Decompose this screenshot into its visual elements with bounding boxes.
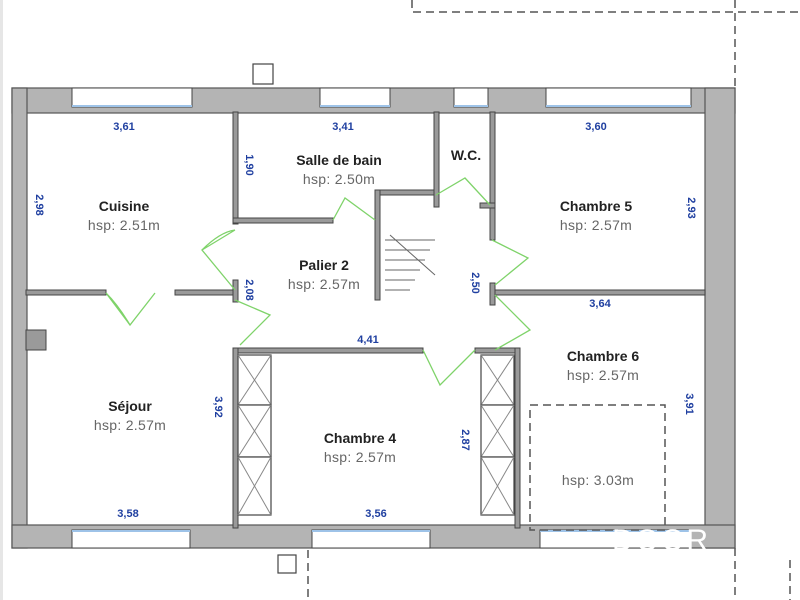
room-ceiling-height: hsp: 2.57m <box>324 449 396 465</box>
exterior-outline-bottom <box>307 548 791 600</box>
room-ceiling-height: hsp: 2.57m <box>560 217 632 233</box>
interior-walls <box>25 111 706 529</box>
room-ceiling-height: hsp: 2.57m <box>567 367 639 383</box>
chimney-top <box>252 63 274 85</box>
staircase <box>385 234 436 291</box>
chimney-bottom <box>277 554 297 574</box>
dimension-label: 4,41 <box>357 334 378 346</box>
dimension-label: 2,50 <box>469 272 481 293</box>
room-name: Séjour <box>108 398 152 414</box>
room-name: Chambre 5 <box>560 198 633 214</box>
room-name: Chambre 6 <box>567 348 640 364</box>
dimension-label: 3,61 <box>113 121 134 133</box>
room-ceiling-height: hsp: 2.57m <box>94 417 166 433</box>
exterior-outline-top <box>411 0 800 13</box>
dimension-label: 3,58 <box>117 508 138 520</box>
dimension-label: 2,08 <box>243 279 255 300</box>
dimension-label: 3,92 <box>212 396 224 417</box>
room-name: Palier 2 <box>299 257 349 273</box>
room-name: W.C. <box>451 147 481 163</box>
room-ceiling-height: hsp: 2.57m <box>288 276 360 292</box>
dimension-label: 2,87 <box>459 429 471 450</box>
room-name: Chambre 4 <box>324 430 397 446</box>
room-name: Cuisine <box>99 198 150 214</box>
room-ceiling-height: hsp: 2.51m <box>88 217 160 233</box>
windows <box>71 87 692 549</box>
dimension-label: 2,93 <box>685 197 697 218</box>
dimension-label: 2,98 <box>33 194 45 215</box>
closets <box>237 354 515 516</box>
dimension-label: 3,64 <box>589 298 611 310</box>
room-ceiling-height: hsp: 3.03m <box>562 472 634 488</box>
dimension-label: 3,56 <box>365 508 386 520</box>
dimension-label: 3,91 <box>683 393 695 414</box>
raised-area-outline <box>529 404 666 531</box>
room-ceiling-height: hsp: 2.50m <box>303 171 375 187</box>
dimension-label: 3,41 <box>332 121 353 133</box>
room-name: Salle de bain <box>296 152 382 168</box>
door-swings <box>105 177 532 387</box>
dimension-label: 1,90 <box>243 154 255 175</box>
watermark-logo: DOOR <box>612 524 710 557</box>
dimension-label: 3,60 <box>585 121 606 133</box>
